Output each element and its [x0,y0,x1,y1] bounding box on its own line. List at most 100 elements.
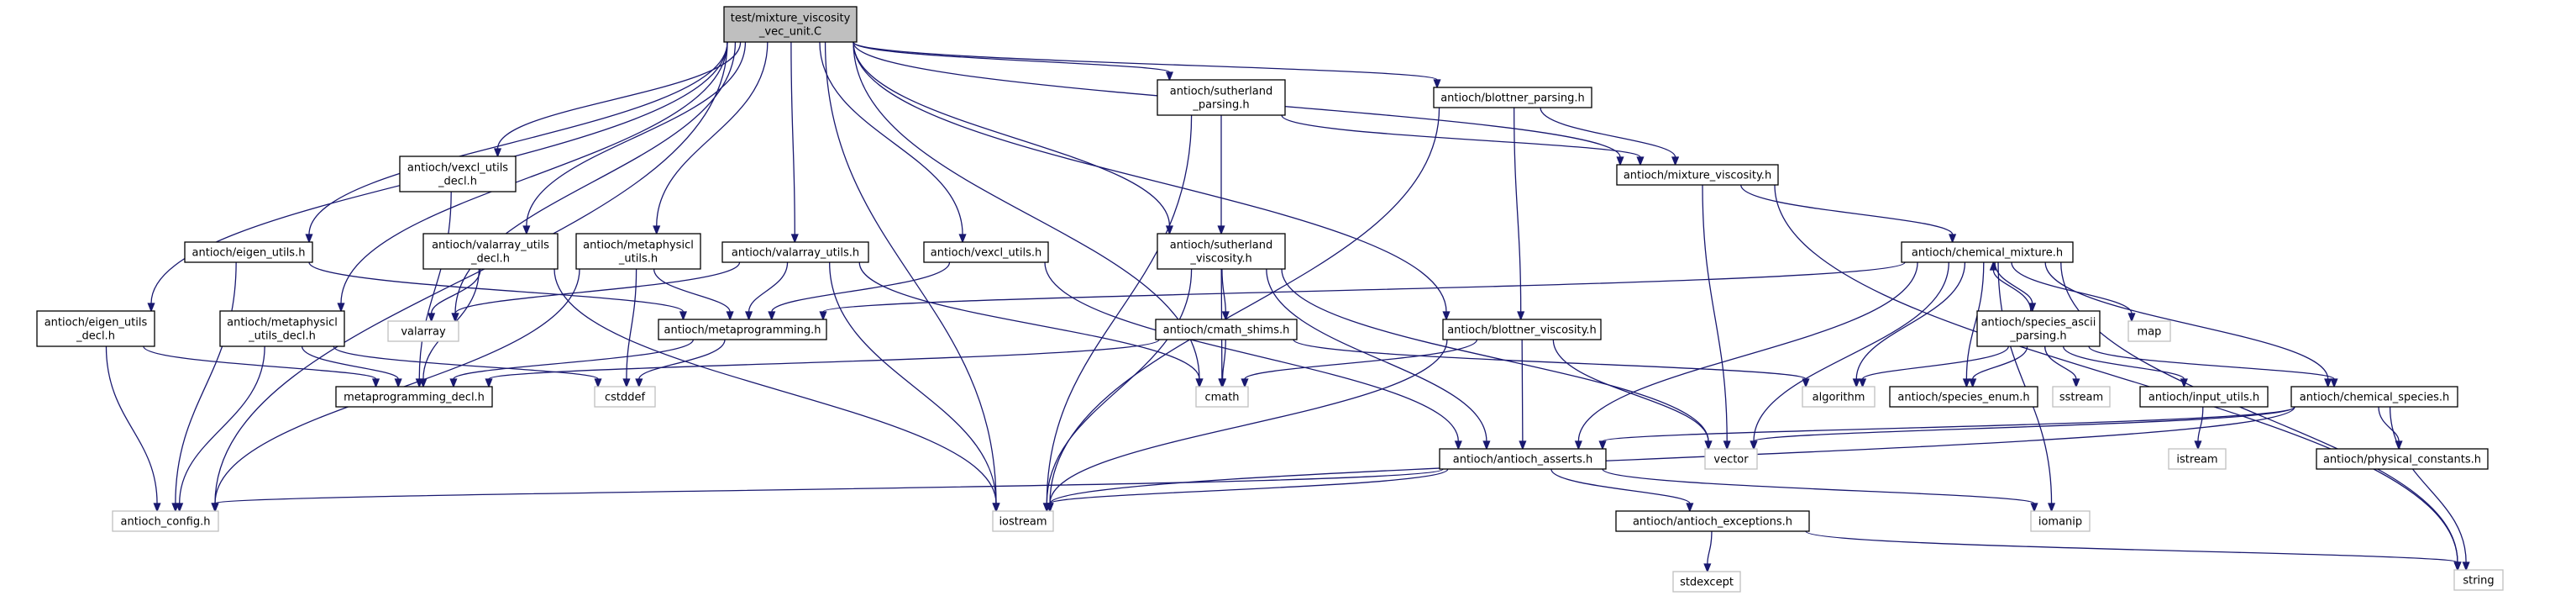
node-label: _decl.h [76,330,115,343]
edge-line [790,41,795,235]
edge-chemical_mixture-to-chemical_species [2044,261,2332,388]
node-cmath-shims[interactable]: antioch/cmath_shims.h [1155,319,1298,340]
edge-line [1266,268,1487,442]
edge-line [1740,184,1954,235]
edge-sutherland_viscosity-to-antioch_asserts [1266,268,1491,451]
node-species-ascii-parsing[interactable]: antioch/species_ascii_parsing.h [1976,310,2101,347]
node-box [2168,448,2227,470]
edge-arrowhead [1482,440,1491,451]
edge-line [1753,261,1949,442]
edge-line [2011,261,2133,314]
edge-root-to-metaphysicl_utils [653,41,769,235]
node-sutherland-parsing[interactable]: antioch/sutherland_parsing.h [1157,79,1286,116]
edge-metaprogramming-to-cstddef [635,339,726,388]
node-box [658,319,827,340]
node-label: vector [1713,454,1749,467]
node-chemical-species[interactable]: antioch/chemical_species.h [2290,386,2458,408]
node-species-enum[interactable]: antioch/species_enum.h [1889,386,2038,408]
edge-arrowhead [1750,440,1758,451]
node-label: map [2138,326,2162,339]
edge-line [308,261,685,313]
edge-line [143,345,377,380]
node-chemical-mixture[interactable]: antioch/chemical_mixture.h [1901,241,2074,263]
node-physical-constants[interactable]: antioch/physical_constants.h [2316,448,2489,470]
edge-line [853,41,1200,380]
node-box [399,156,517,192]
edge-line [301,345,399,380]
edge-root-to-valarray_utils_decl [522,41,747,235]
edge-line [1293,339,1807,380]
edge-eigen_utils_decl-to-metaprogramming_decl [143,345,380,388]
edge-line [1753,406,2295,442]
node-antioch-exceptions[interactable]: antioch/antioch_exceptions.h [1615,510,1810,532]
edge-antioch_asserts-to-iomanip [1602,468,2038,513]
node-map: map [2127,320,2171,342]
edge-chemical_species-to-iostream [1046,406,2295,513]
edge-blottner_parsing-to-blottner_viscosity [1514,107,1525,321]
node-label: cmath [1204,392,1239,404]
edge-arrowhead [2127,313,2136,323]
node-root[interactable]: test/mixture_viscosity_vec_unit.C [723,6,858,43]
node-sutherland-viscosity[interactable]: antioch/sutherland_viscosity.h [1157,233,1286,270]
edge-arrowhead [1221,311,1230,321]
edge-sutherland_viscosity-to-cmath_shims [1221,268,1230,321]
edge-line [829,261,997,504]
edge-arrowhead [1574,440,1582,451]
node-box [1901,241,2074,263]
edge-line [858,261,1200,380]
edge-arrowhead [1219,378,1227,388]
edge-input_utils-to-istream [2194,406,2204,451]
node-vexcl-utils[interactable]: antioch/vexcl_utils.h [923,241,1049,263]
node-eigen-utils-decl[interactable]: antioch/eigen_utils_decl.h [36,310,155,347]
edge-line [1281,268,1709,442]
node-valarray-utils[interactable]: antioch/valarray_utils.h [721,241,869,263]
node-box [1889,386,2038,408]
node-label: _decl.h [438,176,477,188]
node-label: antioch/species_enum.h [1897,392,2029,404]
node-metaphysicl-utils-decl[interactable]: antioch/metaphysicl_utils_decl.h [219,310,345,347]
edge-arrowhead [1969,378,1977,388]
edge-sutherland_parsing-to-mixture_viscosity [1281,114,1645,166]
edge-arrowhead [958,234,967,244]
node-blottner-viscosity[interactable]: antioch/blottner_viscosity.h [1442,319,1602,340]
edges-layer [105,41,2470,573]
edge-line [214,468,1444,504]
node-antioch-asserts[interactable]: antioch/antioch_asserts.h [1439,448,1607,470]
node-label: sstream [2059,392,2103,404]
node-blottner-parsing[interactable]: antioch/blottner_parsing.h [1433,87,1592,108]
node-valarray-utils-decl[interactable]: antioch/valarray_utils_decl.h [422,233,559,270]
node-label: valarray [401,326,446,339]
node-label: iostream [999,516,1047,529]
edge-arrowhead [1454,440,1462,451]
node-vexcl-utils-decl[interactable]: antioch/vexcl_utils_decl.h [399,156,517,192]
edge-vexcl_utils-to-antioch_asserts [1044,261,1462,451]
edge-species_ascii_parsing-to-input_utils [2062,345,2188,388]
node-metaphysicl-utils[interactable]: antioch/metaphysicl_utils.h [575,233,701,270]
node-input-utils[interactable]: antioch/input_utils.h [2139,386,2269,408]
edge-metaphysicl_utils_decl-to-metaprogramming_decl [301,345,402,388]
node-metaprogramming[interactable]: antioch/metaprogramming.h [658,319,827,340]
node-stdexcept: stdexcept [1672,571,1741,593]
edge-root-to-metaphysicl_utils_decl [337,41,728,313]
edge-arrowhead [1723,440,1731,451]
node-box [1802,386,1876,408]
node-metaprogramming-decl[interactable]: metaprogramming_decl.h [335,386,493,408]
edge-cmath_shims-to-algorithm [1293,339,1810,388]
edge-eigen_utils_decl-to-antioch_config [105,345,161,513]
node-mixture-viscosity[interactable]: antioch/mixture_viscosity.h [1616,164,1779,186]
edge-line [824,41,997,504]
node-eigen-utils[interactable]: antioch/eigen_utils.h [184,241,313,263]
node-iomanip: iomanip [2030,510,2091,532]
edge-line [1221,339,1226,380]
edge-arrowhead [1802,378,1810,388]
edge-arrowhead [211,503,219,513]
node-box [387,320,459,342]
edge-line [1707,530,1713,565]
edge-arrowhead [768,311,776,321]
edge-line [638,339,726,380]
node-label: test/mixture_viscosity [731,13,851,25]
edge-line [853,41,1171,73]
node-label: antioch_config.h [121,516,211,529]
edge-line [214,41,728,504]
